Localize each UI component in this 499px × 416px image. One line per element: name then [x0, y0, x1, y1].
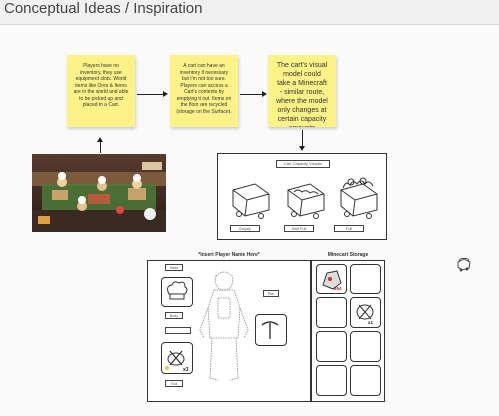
- arrow-head-4: [299, 146, 305, 151]
- sticky-note-cart-inventory-text: A cart can have an inventory if necessar…: [176, 63, 232, 115]
- body-slot-label: Body: [165, 312, 183, 319]
- pick-slot-label: Pick: [263, 290, 279, 297]
- player-name-title: *Insert Player Name Here*: [198, 252, 260, 258]
- arrow-head-2: [262, 91, 267, 97]
- sticky-note-cart-visual[interactable]: The cart's visual model could take a Min…: [268, 55, 336, 127]
- cart-half-sketch: [287, 183, 325, 217]
- arrow-head-1: [163, 91, 168, 97]
- storage-slot-2[interactable]: [350, 264, 381, 294]
- sticky-note-cart-inventory[interactable]: A cart can have an inventory if necessar…: [170, 55, 238, 127]
- tool-bundle-icon: [165, 350, 185, 370]
- ore-item-icon: [322, 270, 342, 290]
- tool-count-badge: x3: [183, 367, 189, 373]
- cart-label-empty: Empty: [230, 225, 260, 232]
- sticky-note-equipment-text: Players have no inventory, they use equi…: [73, 63, 129, 108]
- sticky-note-cart-visual-text: The cart's visual model could take a Min…: [276, 62, 328, 127]
- player-character-sketch: [199, 271, 249, 381]
- pick-equipment-slot[interactable]: [255, 314, 287, 346]
- storage-slot-4[interactable]: [350, 297, 381, 328]
- minecart-storage-title: Minecart Storage: [327, 252, 369, 258]
- page-title: Conceptual Ideas / Inspiration: [4, 0, 203, 17]
- cart-capacity-header: Cart Capacity Visuals: [276, 160, 330, 168]
- tool-equipment-slot[interactable]: [161, 342, 193, 374]
- storage-slot-7[interactable]: [316, 365, 347, 396]
- storage-slot-3[interactable]: [316, 297, 347, 328]
- sticky-note-equipment[interactable]: Players have no inventory, they use equi…: [67, 55, 135, 127]
- connector-arrow-2: [240, 94, 264, 95]
- storage-slot-8[interactable]: [350, 365, 381, 396]
- connector-arrow-1: [137, 94, 165, 95]
- storage-slot-6[interactable]: [350, 331, 381, 362]
- cart-sketches: [232, 177, 378, 219]
- cart-label-full: Full: [334, 225, 364, 232]
- connector-arrow-4: [302, 130, 303, 148]
- storage-slot-4-count: x1: [368, 320, 374, 325]
- storage-slot-1[interactable]: [316, 264, 347, 294]
- tool-bundle-item-icon: [356, 304, 374, 320]
- head-equipment-slot[interactable]: [161, 277, 193, 307]
- chef-hat-icon: [167, 281, 188, 300]
- pickaxe-icon: [261, 321, 279, 339]
- kitchen-scene-illustration: [32, 154, 166, 232]
- cart-empty-sketch: [232, 183, 270, 217]
- head-slot-label: Head: [165, 264, 183, 271]
- tool-slot-label: Tool: [165, 380, 183, 387]
- connector-arrow-3: [100, 141, 101, 153]
- cart-label-half: Half Full: [284, 225, 314, 232]
- arrow-head-3: [97, 137, 103, 142]
- storage-slot-1-count: x64: [334, 286, 342, 291]
- storage-slot-5[interactable]: [316, 331, 347, 362]
- game-screenshot-image[interactable]: [32, 154, 166, 232]
- slot-divider-label: [165, 327, 191, 334]
- loose-cart-sketch-icon[interactable]: [456, 256, 472, 272]
